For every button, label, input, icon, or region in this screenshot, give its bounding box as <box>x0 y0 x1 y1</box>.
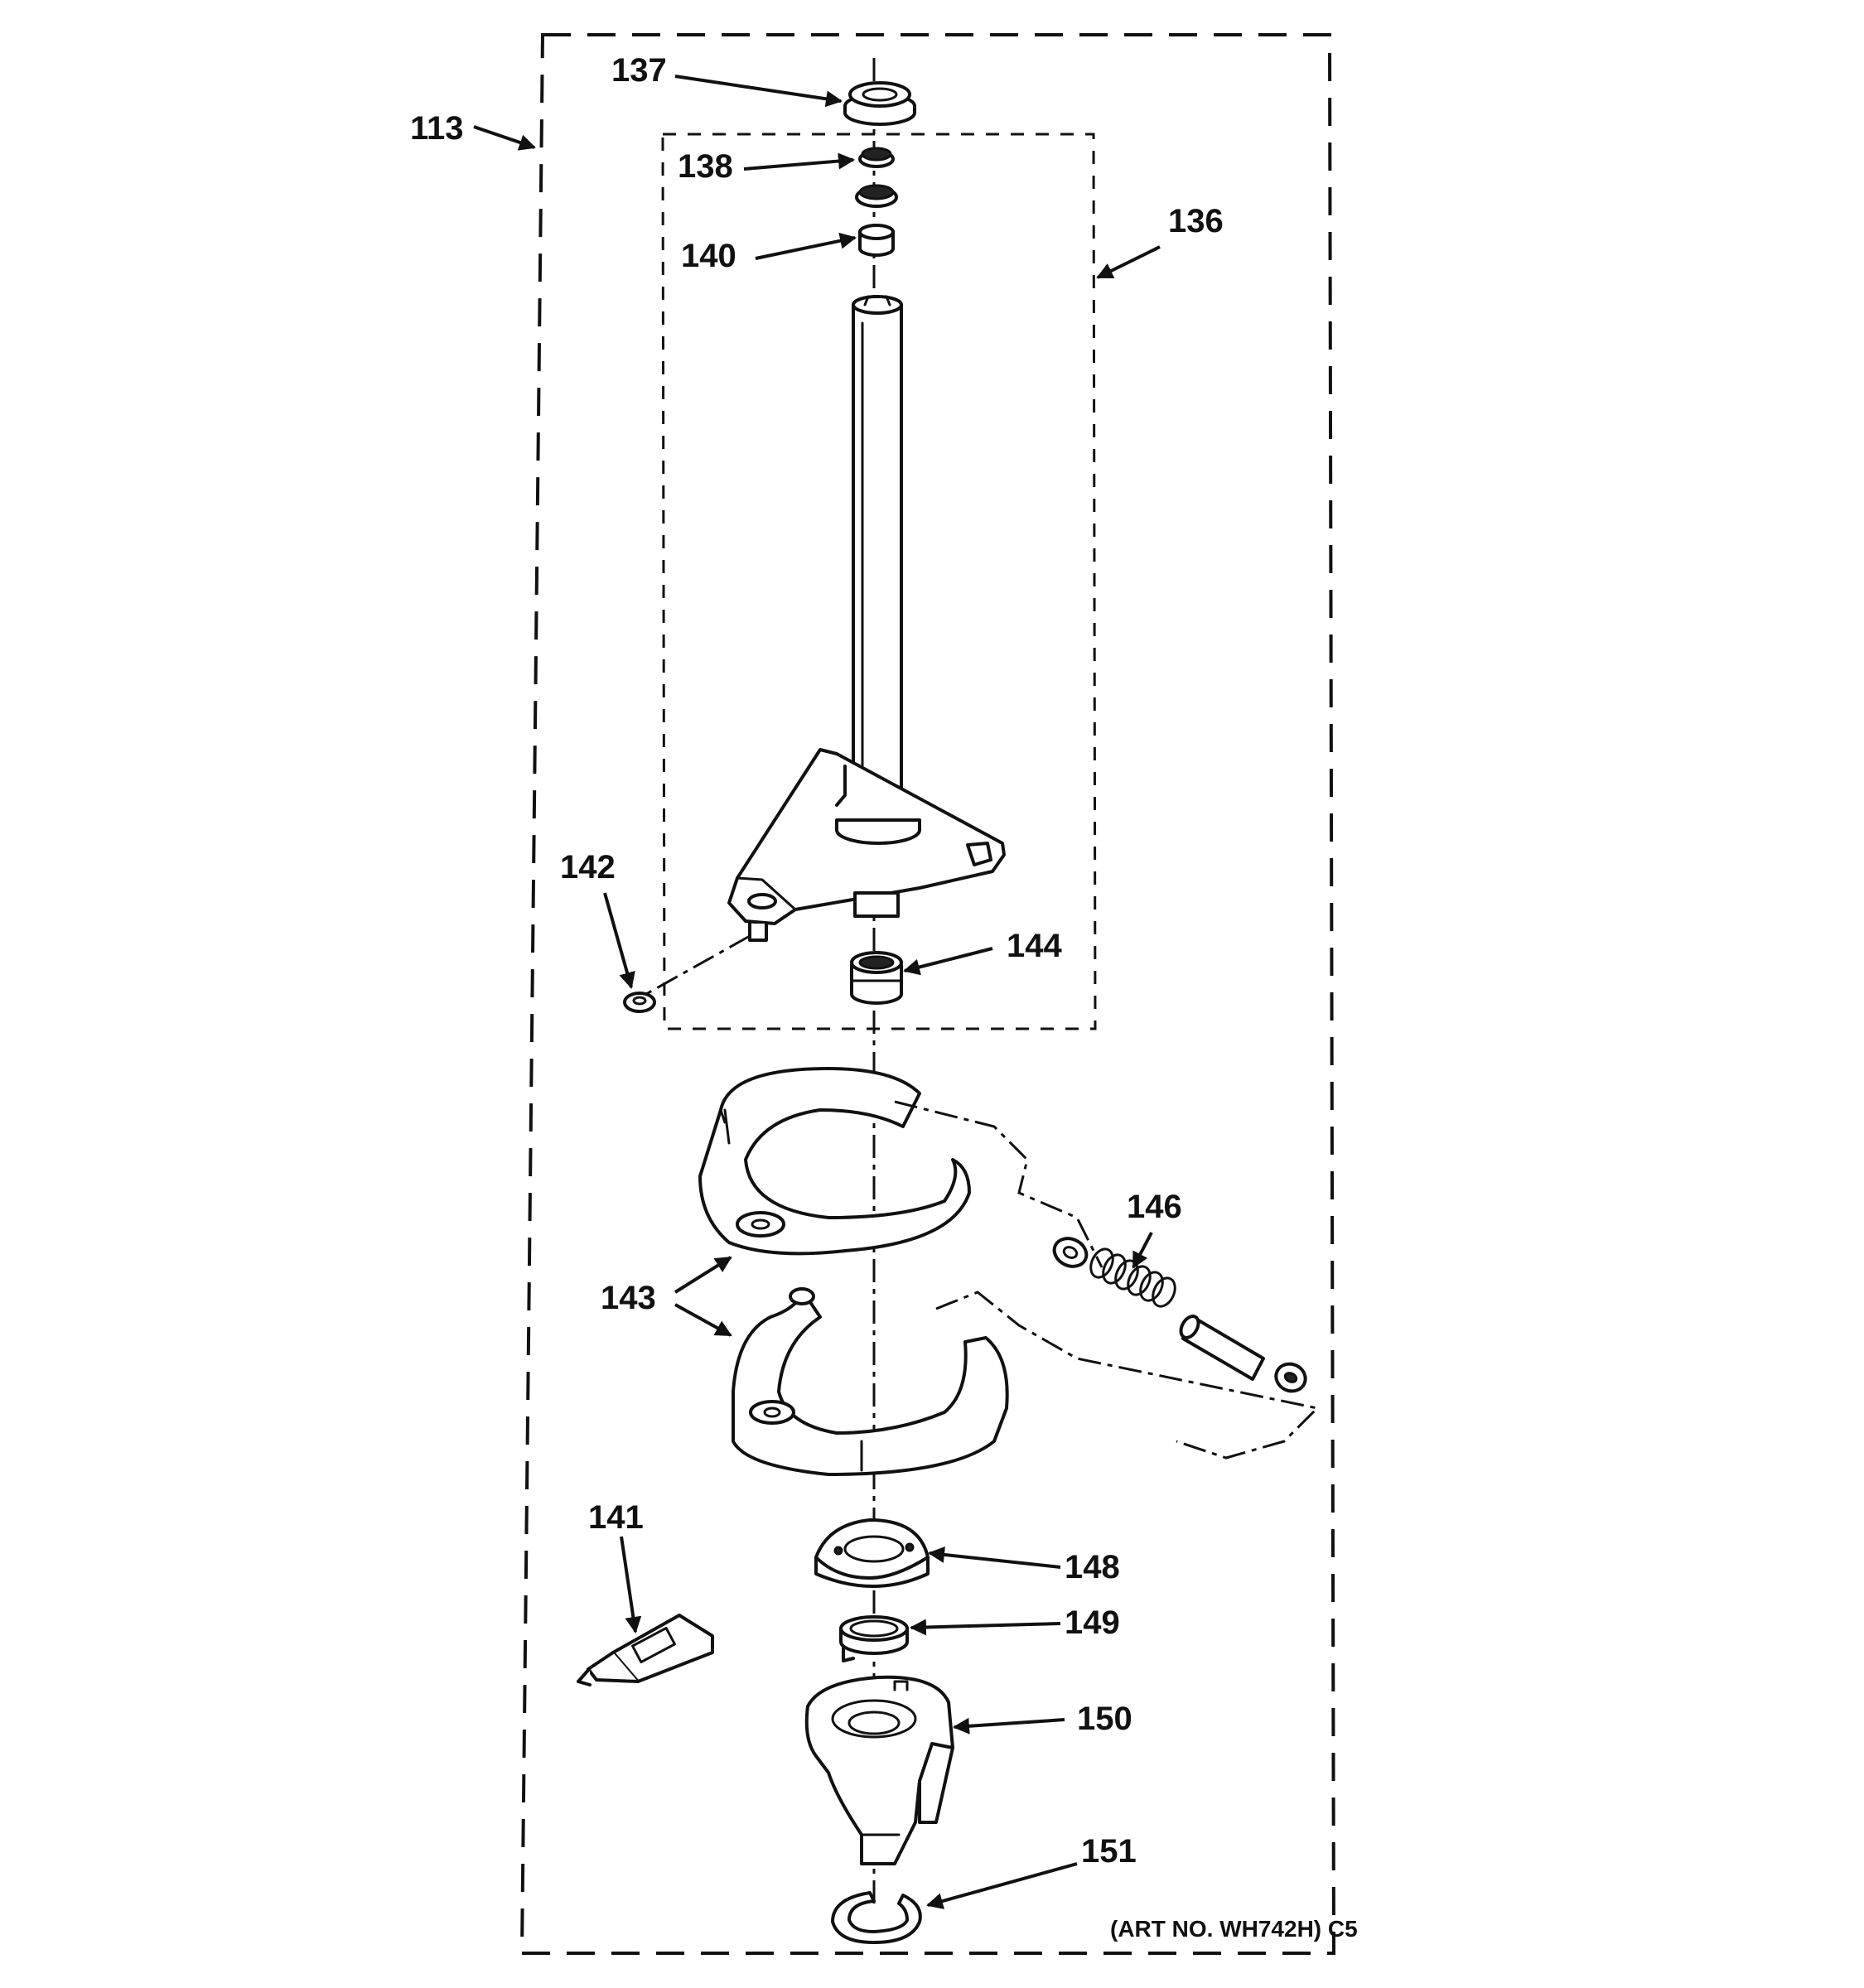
part-143-upper-shoe[interactable] <box>698 1067 971 1256</box>
part-142-clip[interactable] <box>623 992 656 1013</box>
part-144-bearing[interactable] <box>850 951 903 1005</box>
label-136: 136 <box>1168 203 1224 239</box>
assembly-136-boundary <box>661 133 1097 1030</box>
guide-line-142 <box>645 934 751 996</box>
part-150-yoke[interactable] <box>804 1675 954 1865</box>
label-151: 151 <box>1081 1833 1137 1870</box>
part-141-grease-tube[interactable] <box>577 1614 714 1686</box>
label-144: 144 <box>1007 928 1062 964</box>
label-140: 140 <box>681 238 736 274</box>
label-150: 150 <box>1077 1701 1132 1737</box>
part-146-spring-assembly[interactable] <box>1050 1233 1310 1396</box>
leader-arrows <box>473 75 1161 1909</box>
part-151-snap-ring[interactable] <box>831 1891 922 1944</box>
part-143-lower-shoe[interactable] <box>732 1287 1009 1476</box>
part-137-seal[interactable] <box>843 81 916 126</box>
label-141: 141 <box>588 1499 644 1536</box>
callout-labels: 113 137 138 140 136 142 144 146 143 141 … <box>410 52 1358 1942</box>
label-142: 142 <box>560 849 616 885</box>
label-146: 146 <box>1127 1189 1182 1225</box>
part-138-bearing[interactable] <box>855 147 898 208</box>
part-136-shaft[interactable] <box>852 295 903 828</box>
label-143: 143 <box>601 1280 656 1316</box>
label-138: 138 <box>678 148 733 185</box>
part-140-bushing[interactable] <box>858 224 895 257</box>
guide-outline-146 <box>894 1100 1321 1460</box>
part-149-ring[interactable] <box>839 1615 909 1662</box>
label-113: 113 <box>410 110 464 147</box>
art-number: (ART NO. WH742H) C5 <box>1110 1916 1358 1942</box>
label-137: 137 <box>611 52 667 89</box>
label-148: 148 <box>1065 1549 1120 1585</box>
label-149: 149 <box>1065 1604 1120 1641</box>
part-148-flange[interactable] <box>814 1518 930 1588</box>
part-136-bracket[interactable] <box>727 748 1006 942</box>
assembly-113-boundary <box>519 33 1336 1955</box>
